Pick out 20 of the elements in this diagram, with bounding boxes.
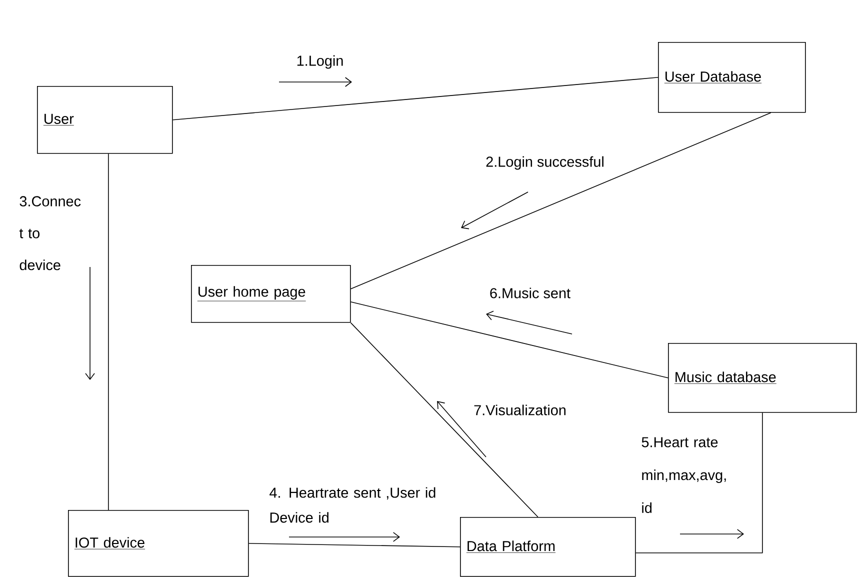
link-line bbox=[635, 412, 763, 554]
link-line bbox=[172, 77, 658, 120]
message-label: 5.Heart rate min,max,avg, id bbox=[642, 437, 726, 514]
link-line bbox=[108, 153, 109, 510]
message-label: 6.Music sent bbox=[490, 288, 570, 298]
message-label: 1.Login bbox=[297, 55, 343, 69]
link-line bbox=[350, 322, 538, 518]
object-box: User bbox=[37, 86, 173, 154]
message-label: 3.Connec t to device bbox=[19, 196, 81, 270]
link-line bbox=[350, 112, 772, 290]
message-label: 4. Heartrate sent ,User id Device id bbox=[270, 487, 436, 523]
object-box: IOT device bbox=[68, 510, 249, 577]
message-label: 2.Login successful bbox=[486, 156, 604, 170]
object-box: User Database bbox=[658, 42, 806, 113]
message-label: 7.Visualization bbox=[474, 404, 566, 416]
link-line bbox=[248, 543, 460, 548]
link-line bbox=[350, 302, 668, 378]
object-box: User home page bbox=[191, 265, 351, 323]
object-box: Data Platform bbox=[460, 517, 636, 577]
object-box: Music database bbox=[668, 343, 857, 413]
